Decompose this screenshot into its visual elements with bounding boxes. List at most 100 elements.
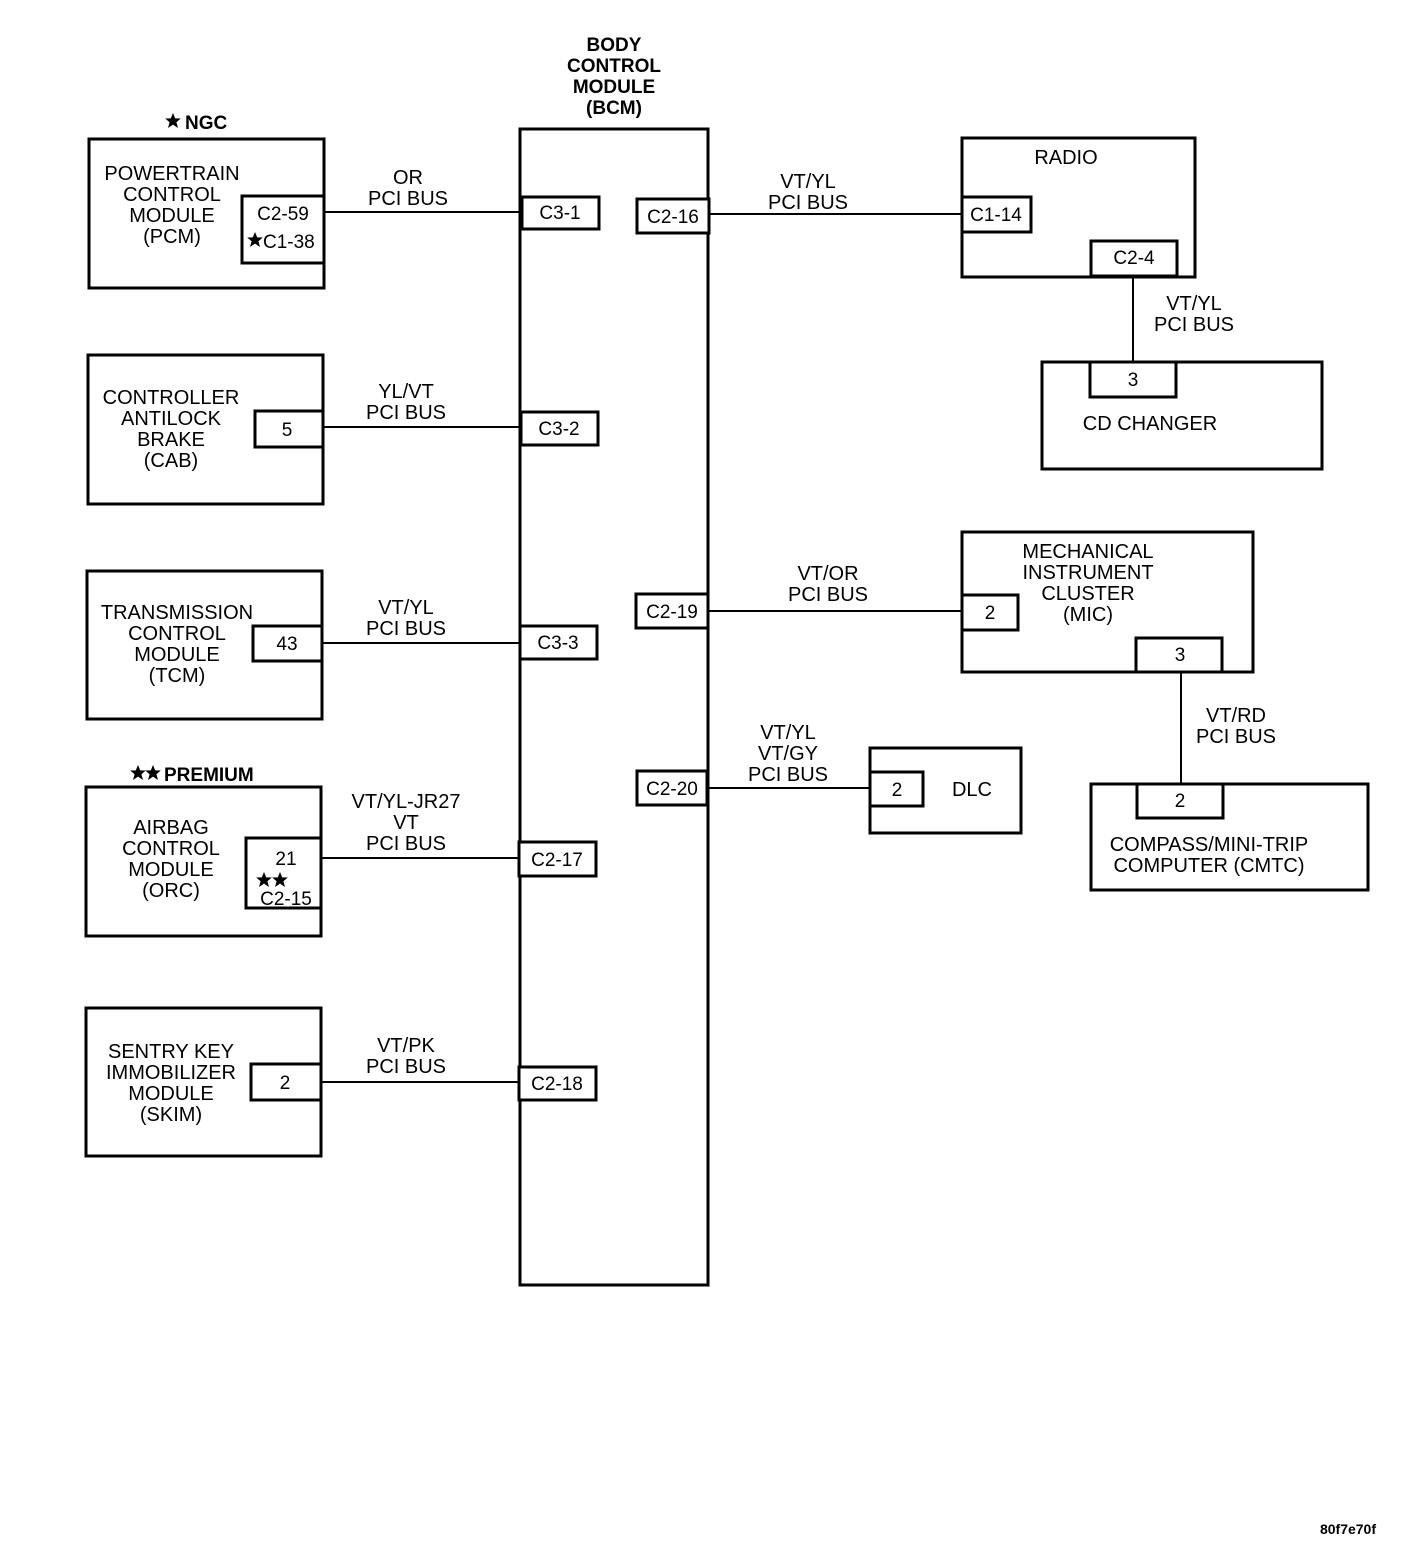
cmtc-connector [1135, 782, 1225, 820]
mic-connector-out [1134, 636, 1224, 674]
cd-changer-connector [1088, 360, 1178, 399]
cd-changer-pin: 3 [1128, 370, 1139, 391]
pcm-name-line-2: CONTROL [123, 184, 221, 206]
skim-name-line-1: SENTRY KEY [108, 1041, 234, 1063]
mic-name-line-1: MECHANICAL [1022, 541, 1153, 563]
pcm-wire-bus: PCI BUS [368, 188, 448, 210]
bcm-pin-c2-19 [634, 592, 710, 630]
double-star-icon [145, 765, 161, 780]
cmtc-pin: 2 [1175, 791, 1186, 812]
dlc-wire-bus: PCI BUS [748, 764, 828, 786]
radio-pin-out: C2-4 [1113, 248, 1155, 269]
cmtc-name-line-1: COMPASS/MINI-TRIP [1110, 834, 1309, 856]
cab-name-line-1: CONTROLLER [103, 387, 240, 409]
dlc-wire-color-2: VT/GY [758, 743, 818, 765]
orc-name-line-1: AIRBAG [133, 817, 209, 839]
orc-pin-alt: C2-15 [260, 889, 312, 910]
orc-name-line-3: MODULE [128, 859, 214, 881]
tcm-module: TRANSMISSION CONTROL MODULE (TCM) 43 VT/… [85, 569, 599, 721]
bcm-pin-c2-16 [635, 197, 711, 235]
bcm-pin-c2-20-label: C2-20 [646, 779, 698, 800]
double-star-icon [130, 765, 146, 780]
bcm-title-line-4: (BCM) [586, 98, 642, 119]
skim-name-line-4: (SKIM) [140, 1104, 202, 1126]
bcm-pin-c2-18-label: C2-18 [531, 1074, 583, 1095]
orc-wire-bus: PCI BUS [366, 833, 446, 855]
bcm-box [518, 127, 710, 1287]
radio-name: RADIO [1034, 147, 1097, 169]
skim-module: SENTRY KEY IMMOBILIZER MODULE (SKIM) 2 V… [84, 1006, 598, 1158]
dlc-connector [868, 770, 925, 808]
pcm-wire-color: OR [393, 167, 423, 189]
pcm-note: NGC [185, 113, 228, 134]
tcm-name-line-4: (TCM) [149, 665, 206, 687]
dlc-wire-color: VT/YL [760, 722, 816, 744]
bcm-pin-c3-2-label: C3-2 [538, 419, 579, 440]
radio-connector-in [960, 195, 1033, 234]
orc-name-line-4: (ORC) [142, 880, 200, 902]
mic-name-line-3: CLUSTER [1041, 583, 1134, 605]
skim-wire-color: VT/PK [377, 1035, 435, 1057]
orc-wire-color-2: VT [393, 812, 419, 834]
mic-connector-in [960, 593, 1020, 632]
pcm-pin-primary: C2-59 [257, 204, 309, 225]
cd-changer-wire-color: VT/YL [1166, 293, 1222, 315]
skim-name-line-3: MODULE [128, 1083, 214, 1105]
bcm-pin-c2-18 [517, 1065, 598, 1102]
pcm-name-line-1: POWERTRAIN [104, 163, 239, 185]
dlc-pin: 2 [892, 780, 903, 801]
bcm-pin-c3-2 [519, 410, 600, 447]
bcm-pin-c3-3-label: C3-3 [537, 633, 578, 654]
mic-pin-in: 2 [985, 603, 996, 624]
cab-name-line-2: ANTILOCK [121, 408, 222, 430]
pcm-connector [240, 194, 326, 265]
bcm-pin-c2-19-label: C2-19 [646, 602, 698, 623]
bcm-pin-c3-1 [520, 195, 601, 231]
cmtc-wire-bus: PCI BUS [1196, 726, 1276, 748]
radio-wire-color: VT/YL [780, 171, 836, 193]
tcm-wire-bus: PCI BUS [366, 618, 446, 640]
figure-code: 80f7e70f [1320, 1521, 1376, 1537]
radio-module: C2-16 VT/YL PCI BUS RADIO C1-14 C2-4 [635, 136, 1197, 279]
bcm-pin-c3-1-label: C3-1 [539, 203, 580, 224]
bcm-title-line-1: BODY [587, 35, 642, 56]
orc-connector [244, 836, 323, 910]
cd-changer-module: VT/YL PCI BUS 3 CD CHANGER [1040, 276, 1324, 471]
bcm-title-line-2: CONTROL [567, 56, 661, 77]
mic-wire-bus: PCI BUS [788, 584, 868, 606]
tcm-pin: 43 [276, 634, 297, 655]
radio-pin-in: C1-14 [970, 205, 1022, 226]
cmtc-name-line-2: COMPUTER (CMTC) [1113, 855, 1304, 877]
cd-changer-name: CD CHANGER [1083, 413, 1217, 435]
radio-wire-bus: PCI BUS [768, 192, 848, 214]
tcm-wire-color: VT/YL [378, 597, 434, 619]
star-icon [165, 113, 181, 128]
bcm-title-line-3: MODULE [573, 77, 655, 98]
mic-name-line-2: INSTRUMENT [1022, 562, 1153, 584]
mic-pin-out: 3 [1175, 645, 1186, 666]
cab-pin: 5 [282, 420, 293, 441]
tcm-connector [251, 624, 324, 663]
pcm-pin-alt: C1-38 [263, 232, 315, 253]
bcm-pin-c2-20 [635, 769, 709, 807]
bcm-pin-c2-17-label: C2-17 [531, 850, 583, 871]
tcm-name-line-1: TRANSMISSION [101, 602, 253, 624]
cab-box [86, 353, 325, 506]
skim-name-line-2: IMMOBILIZER [106, 1062, 236, 1084]
radio-connector-out [1089, 239, 1179, 278]
pcm-name-line-4: (PCM) [143, 226, 201, 248]
cmtc-module: VT/RD PCI BUS 2 COMPASS/MINI-TRIP COMPUT… [1089, 672, 1370, 892]
skim-wire-bus: PCI BUS [366, 1056, 446, 1078]
bcm-pin-c2-17 [517, 840, 598, 878]
pcm-name-line-3: MODULE [129, 205, 215, 227]
skim-pin: 2 [280, 1073, 291, 1094]
bcm-pin-c2-16-label: C2-16 [647, 207, 699, 228]
cmtc-wire-color: VT/RD [1206, 705, 1266, 727]
dlc-name: DLC [952, 779, 992, 801]
cab-wire-bus: PCI BUS [366, 402, 446, 424]
dlc-module: C2-20 VT/YL VT/GY PCI BUS 2 DLC [635, 722, 1023, 835]
tcm-name-line-2: CONTROL [128, 623, 226, 645]
tcm-name-line-3: MODULE [134, 644, 220, 666]
cab-wire-color: YL/VT [378, 381, 434, 403]
